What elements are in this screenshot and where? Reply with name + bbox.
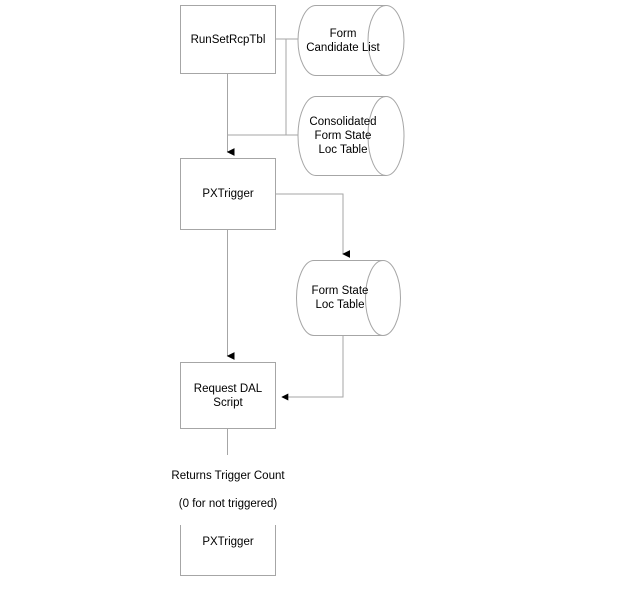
- node-run-set-rcp-tbl: [180, 5, 276, 74]
- node-form-candidate-list: [297, 5, 405, 76]
- edge-label-line-2: (0 for not triggered): [178, 498, 278, 510]
- edge-runsetrcptbl-to-form-candidate-list: [275, 38, 298, 135]
- edge-form-state-loc-table-to-request-dal-script: [281, 335, 344, 401]
- node-form-state-loc-table: [296, 260, 401, 336]
- node-px-trigger-top: [180, 158, 276, 230]
- edge-label-returns-trigger-count: Returns Trigger Count (0 for not trigger…: [160, 455, 296, 525]
- node-consolidated-form-state-loc-table: [297, 96, 405, 176]
- edge-pxtrigger-to-form-state-loc-table: [275, 193, 351, 258]
- edge-label-line-1: Returns Trigger Count: [171, 470, 285, 482]
- node-request-dal-script: [180, 362, 276, 429]
